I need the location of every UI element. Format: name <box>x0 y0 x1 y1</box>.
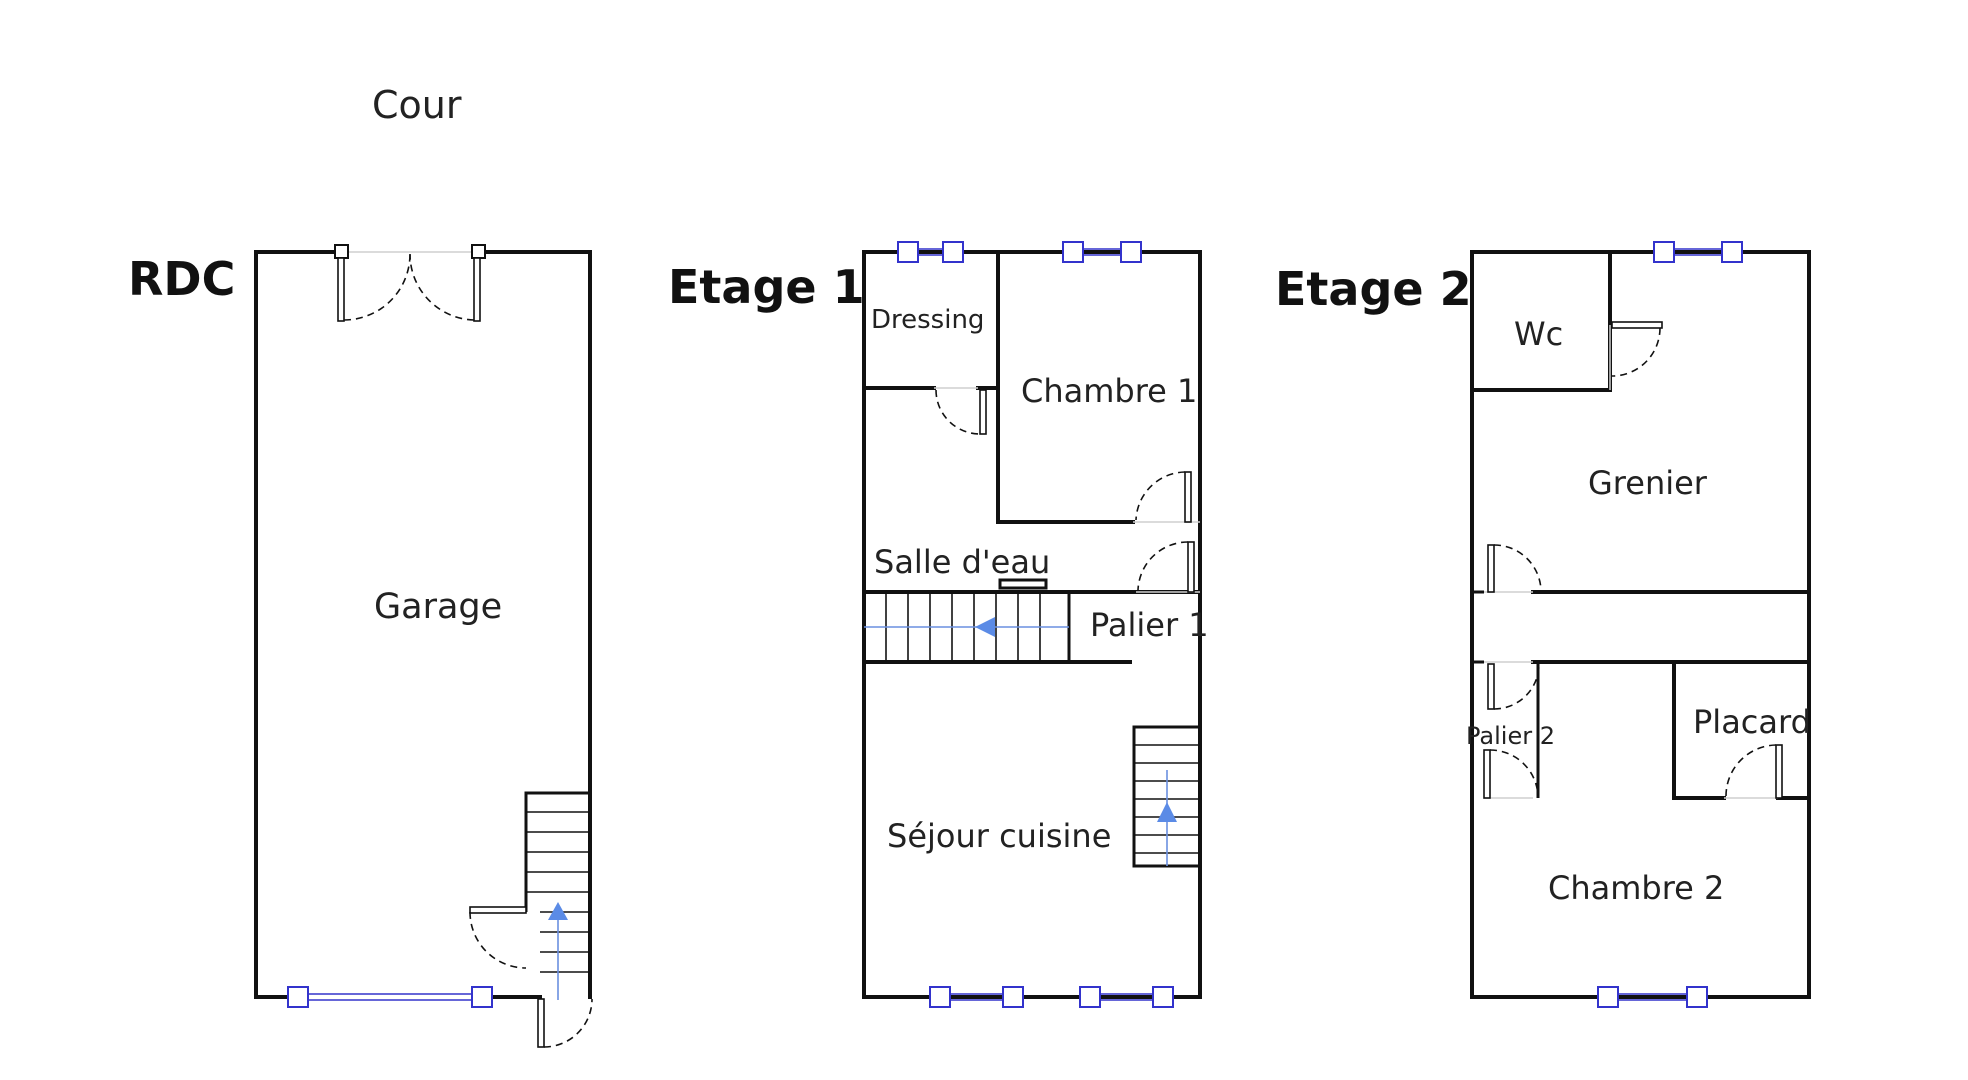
room-label-chambre2: Chambre 2 <box>1548 869 1724 907</box>
rdc-staircase <box>526 811 590 1000</box>
etage2-window-grenier <box>1653 241 1743 263</box>
room-label-salle-eau: Salle d'eau <box>874 543 1050 581</box>
level-title-rdc: RDC <box>128 252 235 306</box>
etage1-window-dressing <box>897 241 964 263</box>
room-label-chambre1: Chambre 1 <box>1021 372 1197 410</box>
room-label-dressing: Dressing <box>871 305 984 335</box>
etage1-window-sejour-left <box>929 986 1024 1008</box>
rdc-stair-arrow-icon <box>548 902 568 920</box>
etage1-sejour-stair-arrow-icon <box>1157 802 1177 822</box>
level-rdc: RDC <box>128 244 593 1048</box>
etage1-dressing-door <box>934 387 987 435</box>
rdc-window <box>287 986 493 1008</box>
level-title-etage2: Etage 2 <box>1275 262 1472 316</box>
etage2-grenier-door <box>1484 544 1542 593</box>
etage2-wc-door <box>1609 321 1663 390</box>
etage2-window-chambre2 <box>1597 986 1708 1008</box>
room-label-placard: Placard <box>1693 703 1811 741</box>
etage1-salle-eau-door <box>1136 541 1200 593</box>
room-label-wc: Wc <box>1514 315 1563 353</box>
etage1-landing-staircase <box>864 592 1069 662</box>
etage1-sink-icon <box>998 578 1048 590</box>
room-label-grenier: Grenier <box>1588 464 1708 502</box>
etage1-chambre1-door <box>1133 471 1200 523</box>
etage2-palier2-door-top <box>1484 661 1540 710</box>
rdc-garage-double-door <box>334 244 486 322</box>
rdc-stair-door <box>469 906 527 969</box>
level-etage1: Etage 1 <box>668 241 1209 1008</box>
etage2-palier2-door-bottom <box>1483 749 1539 799</box>
rdc-exterior-door <box>537 998 593 1048</box>
etage2-walls <box>1470 250 1811 999</box>
etage1-sejour-staircase <box>1134 744 1200 866</box>
etage1-window-chambre1 <box>1062 241 1142 263</box>
etage1-landing-stair-arrow-icon <box>975 617 995 637</box>
room-label-garage: Garage <box>374 587 502 627</box>
etage1-window-sejour-right <box>1079 986 1174 1008</box>
yard-label: Cour <box>372 83 462 127</box>
etage2-placard-door <box>1724 744 1783 799</box>
room-label-palier2: Palier 2 <box>1466 722 1555 750</box>
level-title-etage1: Etage 1 <box>668 260 865 314</box>
room-label-palier1: Palier 1 <box>1090 606 1209 644</box>
room-label-sejour-cuisine: Séjour cuisine <box>887 817 1111 855</box>
level-etage2: Etage 2 <box>1275 241 1811 1008</box>
